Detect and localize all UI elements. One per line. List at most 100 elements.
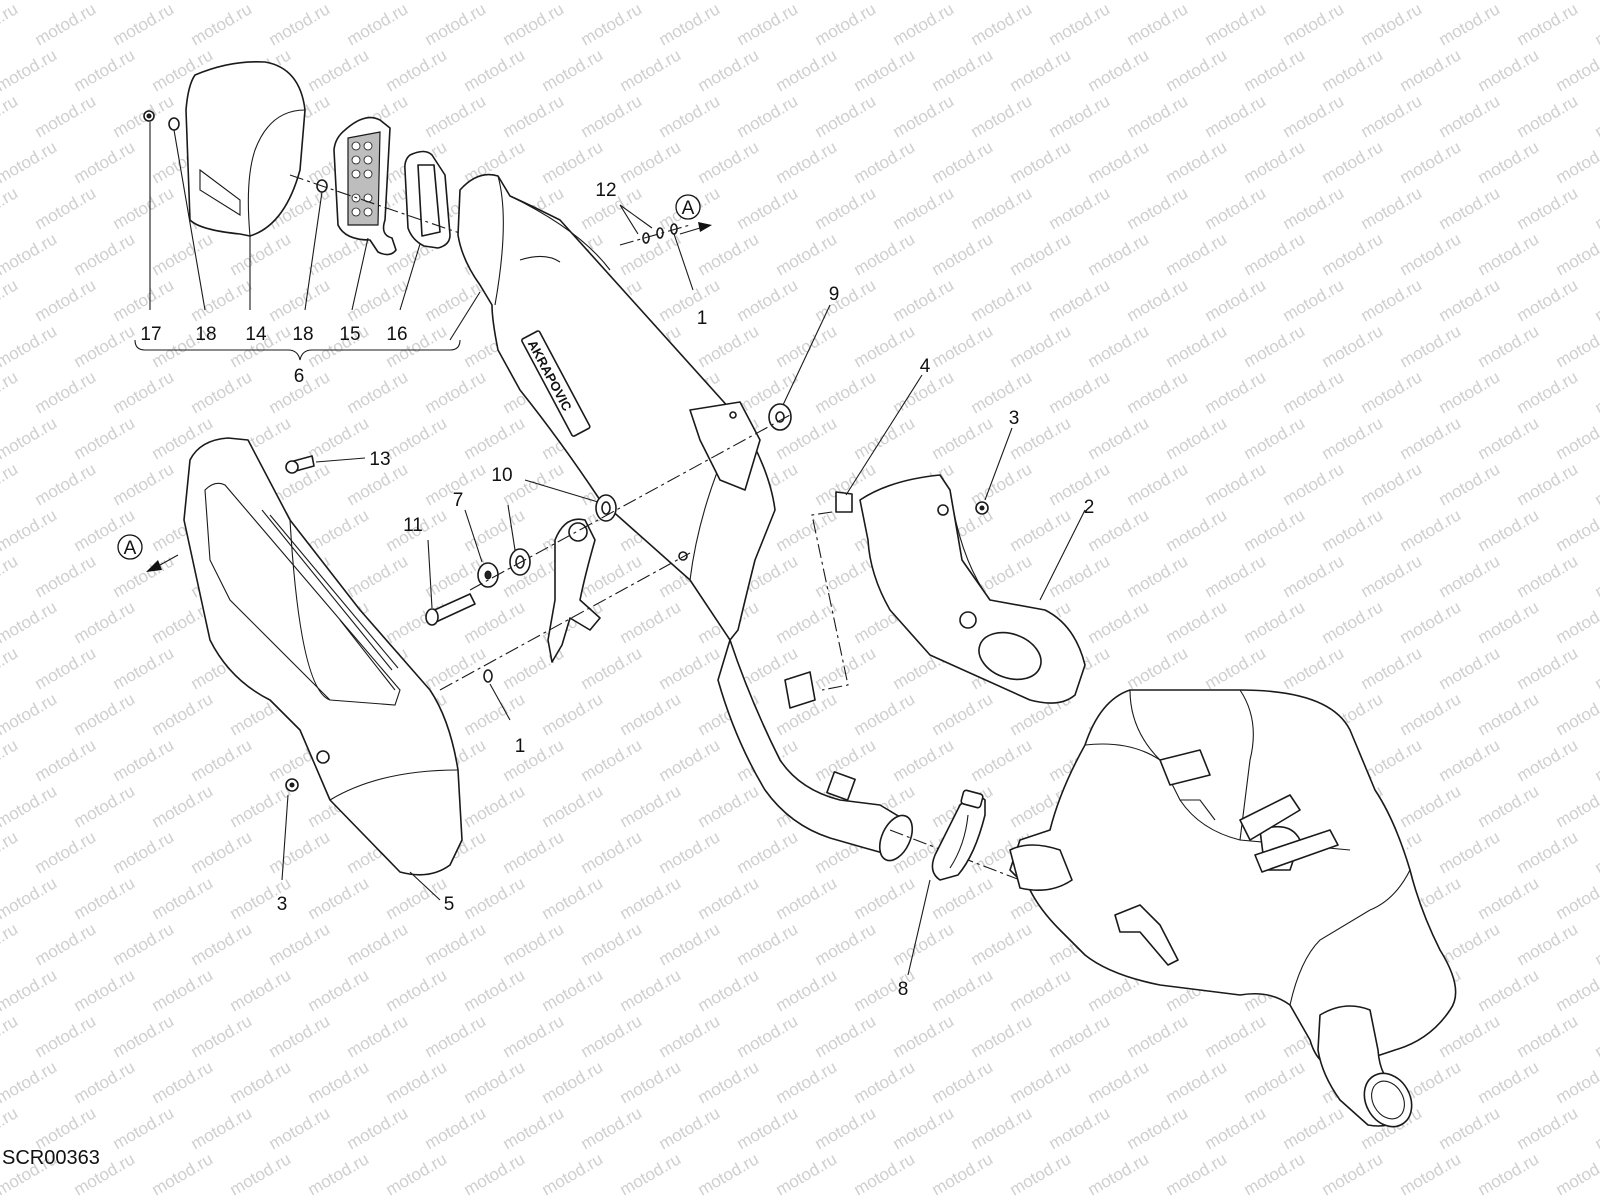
part-14-end-cap[interactable] [185, 60, 306, 237]
watermark-text: motod.ru [539, 1149, 607, 1199]
watermark-text: motod.ru [773, 1057, 841, 1107]
watermark-text: motod.ru [1514, 827, 1582, 877]
drawing-code: SCR00363 [2, 1147, 100, 1169]
part-10-grommet-upper[interactable] [595, 494, 617, 522]
watermark-text: motod.ru [461, 689, 529, 739]
watermark-text: motod.ru [617, 137, 685, 187]
watermark-text: motod.ru [1514, 551, 1582, 601]
watermark-text: motod.ru [1007, 321, 1075, 371]
watermark-text: motod.ru [1085, 45, 1153, 95]
watermark-text: motod.ru [1475, 505, 1543, 555]
part-15-mesh-grille[interactable] [333, 116, 397, 256]
watermark-text: motod.ru [32, 91, 100, 141]
part-3-screw-upper[interactable] [975, 501, 989, 515]
watermark-text: motod.ru [1241, 229, 1309, 279]
watermark-text: motod.ru [1436, 1011, 1504, 1061]
watermark-text: motod.ru [1397, 689, 1465, 739]
watermark-text: motod.ru [0, 45, 60, 95]
watermark-text: motod.ru [968, 367, 1036, 417]
watermark-text: motod.ru [32, 643, 100, 693]
watermark-text: motod.ru [227, 1149, 295, 1199]
part-13-screw[interactable] [285, 455, 315, 474]
watermark-text: motod.ru [1085, 0, 1153, 3]
watermark-text: motod.ru [1085, 597, 1153, 647]
watermark-text: motod.ru [851, 1149, 919, 1199]
watermark-text: motod.ru [773, 597, 841, 647]
watermark-text: motod.ru [539, 1057, 607, 1107]
part-4-clip-nut[interactable] [835, 491, 853, 513]
watermark-text: motod.ru [1007, 965, 1075, 1015]
watermark-text: motod.ru [1046, 183, 1114, 233]
part-5-heat-shield[interactable] [183, 437, 463, 876]
watermark-text: motod.ru [812, 1011, 880, 1061]
watermark-text: motod.ru [1592, 827, 1600, 877]
watermark-text: motod.ru [1358, 643, 1426, 693]
watermark-text: motod.ru [461, 965, 529, 1015]
watermark-text: motod.ru [0, 367, 21, 417]
watermark-text: motod.ru [1475, 137, 1543, 187]
watermark-text: motod.ru [1553, 505, 1600, 555]
watermark-text: motod.ru [968, 1103, 1036, 1153]
callout-1: 1 [697, 308, 708, 329]
watermark-text: motod.ru [461, 413, 529, 463]
watermark-text: motod.ru [734, 183, 802, 233]
part-18-washer[interactable] [168, 117, 180, 131]
watermark-text: motod.ru [32, 919, 100, 969]
watermark-text: motod.ru [812, 919, 880, 969]
watermark-text: motod.ru [617, 597, 685, 647]
watermark-text: motod.ru [1514, 91, 1582, 141]
callout-1: 1 [515, 736, 526, 757]
silencer-main-body[interactable]: AKRAPOVIC [457, 173, 776, 641]
part-9-nut[interactable] [768, 403, 792, 431]
watermark-text: motod.ru [1397, 1149, 1465, 1199]
part-11-bolt[interactable] [425, 593, 476, 626]
watermark-text: motod.ru [1241, 321, 1309, 371]
watermark-text: motod.ru [1514, 735, 1582, 785]
part-2-heat-guard[interactable] [859, 474, 1086, 704]
watermark-text: motod.ru [1124, 367, 1192, 417]
watermark-text: motod.ru [1319, 597, 1387, 647]
link-pipe[interactable] [717, 639, 919, 866]
part-8-clamp[interactable] [931, 789, 986, 881]
watermark-text: motod.ru [1397, 505, 1465, 555]
watermark-text: motod.ru [656, 735, 724, 785]
pre-silencer-box[interactable] [1009, 689, 1457, 1135]
part-3-screw-lower[interactable] [285, 778, 299, 792]
watermark-text: motod.ru [851, 689, 919, 739]
watermark-text: motod.ru [1202, 1103, 1270, 1153]
watermark-text: motod.ru [1046, 367, 1114, 417]
part-10-grommet-lower[interactable] [509, 548, 531, 576]
watermark-text: motod.ru [188, 275, 256, 325]
watermark-text: motod.ru [149, 689, 217, 739]
callout-4: 4 [920, 356, 931, 377]
watermark-text: motod.ru [422, 919, 490, 969]
watermark-text: motod.ru [1358, 275, 1426, 325]
part-17-screw[interactable] [143, 110, 155, 122]
view-marker-a-lower: A [117, 534, 143, 560]
watermark-text: motod.ru [1553, 873, 1600, 923]
watermark-text: motod.ru [695, 781, 763, 831]
watermark-text: motod.ru [110, 183, 178, 233]
watermark-text: motod.ru [1046, 551, 1114, 601]
watermark-text: motod.ru [656, 827, 724, 877]
watermark-text: motod.ru [929, 965, 997, 1015]
watermark-text: motod.ru [344, 1103, 412, 1153]
watermark-text: motod.ru [1592, 919, 1600, 969]
watermark-text: motod.ru [500, 735, 568, 785]
watermark-text: motod.ru [1124, 183, 1192, 233]
watermark-text: motod.ru [773, 137, 841, 187]
part-1-washer-lower[interactable] [483, 669, 493, 683]
watermark-text: motod.ru [1358, 0, 1426, 49]
part-16-gasket[interactable] [404, 150, 451, 249]
watermark-text: motod.ru [1592, 1103, 1600, 1153]
watermark-text: motod.ru [0, 1057, 60, 1107]
watermark-text: motod.ru [32, 183, 100, 233]
watermark-text: motod.ru [1436, 91, 1504, 141]
silencer-hanger-bracket[interactable] [547, 518, 601, 663]
watermark-text: motod.ru [0, 873, 60, 923]
watermark-text: motod.ru [734, 919, 802, 969]
watermark-text: motod.ru [344, 1011, 412, 1061]
watermark-text: motod.ru [1007, 229, 1075, 279]
watermark-text: motod.ru [617, 781, 685, 831]
watermark-text: motod.ru [1085, 321, 1153, 371]
